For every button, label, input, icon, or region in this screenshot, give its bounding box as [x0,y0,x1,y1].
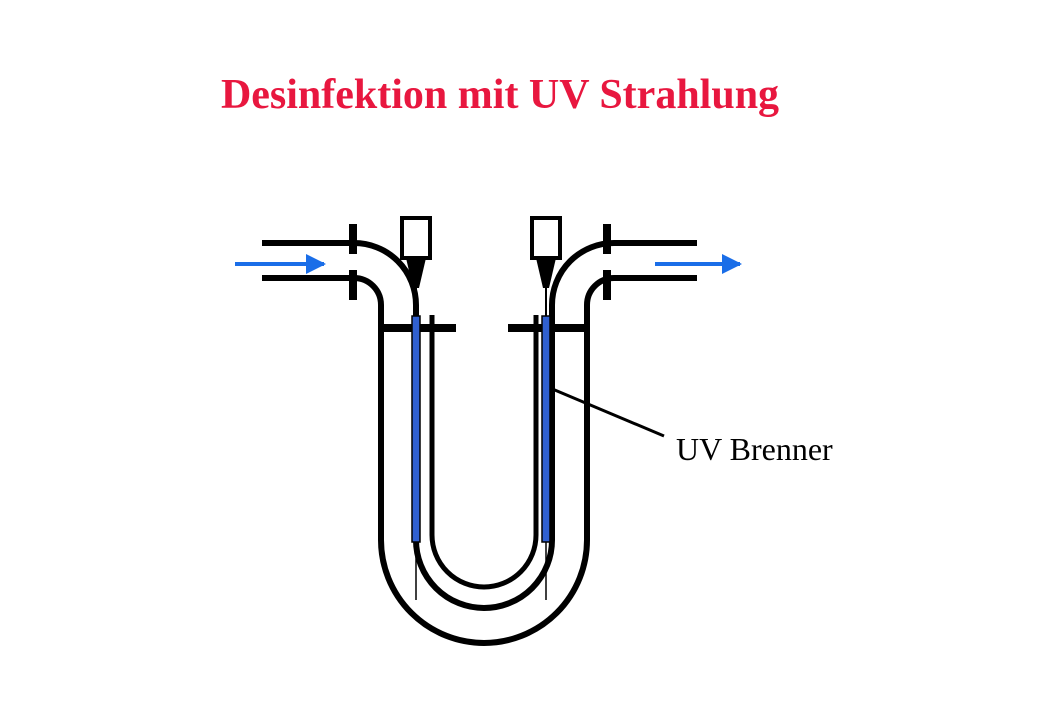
flange-left-bottom [349,270,357,300]
inner-tube-outer [413,315,555,611]
inner-tube-inner [429,315,539,590]
pipe-inner-wall [262,275,697,646]
pipe-outer-wall [262,240,697,612]
flange-right-bottom [603,270,611,300]
page-title: Desinfektion mit UV Strahlung [220,72,780,118]
uv-lamp-right [541,315,551,543]
uv-burner-leader-line [549,386,665,438]
lamp-socket-left [406,258,426,288]
uv-lamp-left [411,315,421,543]
flange-left-top [349,224,357,254]
lamp-cap-right [530,216,562,260]
lamp-cap-left [400,216,432,260]
lamp-socket-right [536,258,556,288]
uv-burner-label: UV Brenner [676,431,833,467]
flange-right-top [603,224,611,254]
